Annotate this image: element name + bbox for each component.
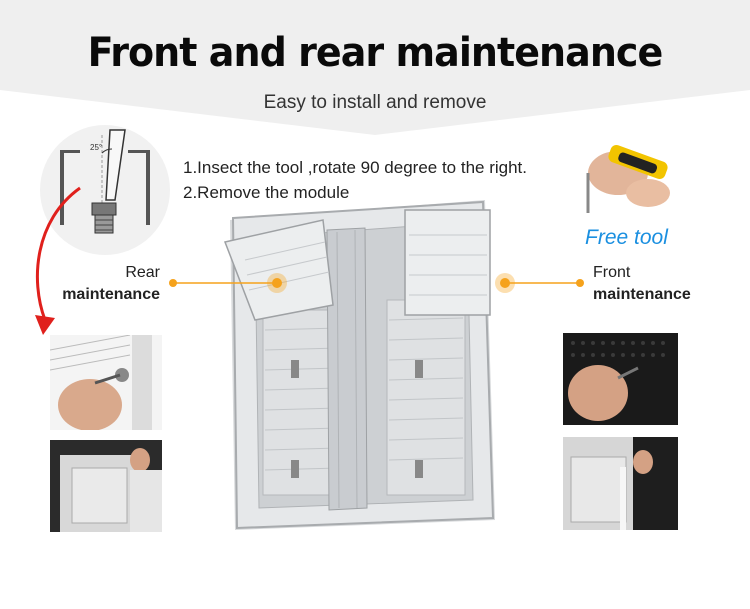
header-banner: [0, 0, 750, 135]
front-callout-line: [495, 273, 584, 293]
step-1: 1.Insect the tool ,rotate 90 degree to t…: [183, 158, 528, 177]
tool-photo: [578, 133, 688, 218]
page-title: Front and rear maintenance: [87, 30, 664, 76]
rear-photo-1: [50, 335, 162, 430]
free-tool-label: Free tool: [585, 226, 668, 249]
front-photo-1: [563, 333, 678, 425]
front-maintenance-label: Front maintenance: [593, 264, 691, 303]
tool-insert-diagram: 25°: [40, 125, 170, 255]
angle-label: 25°: [90, 143, 103, 152]
rear-callout-line: [169, 273, 287, 293]
page-subtitle: Easy to install and remove: [263, 92, 487, 113]
instruction-steps: 1.Insect the tool ,rotate 90 degree to t…: [183, 155, 527, 205]
rear-photo-2: [50, 440, 162, 532]
rear-maintenance-label: Rear maintenance: [62, 264, 160, 303]
step-2: 2.Remove the module: [183, 183, 350, 202]
front-photo-2: [563, 437, 678, 530]
red-arrow-icon: [35, 186, 81, 335]
cabinet-illustration: [223, 200, 495, 530]
